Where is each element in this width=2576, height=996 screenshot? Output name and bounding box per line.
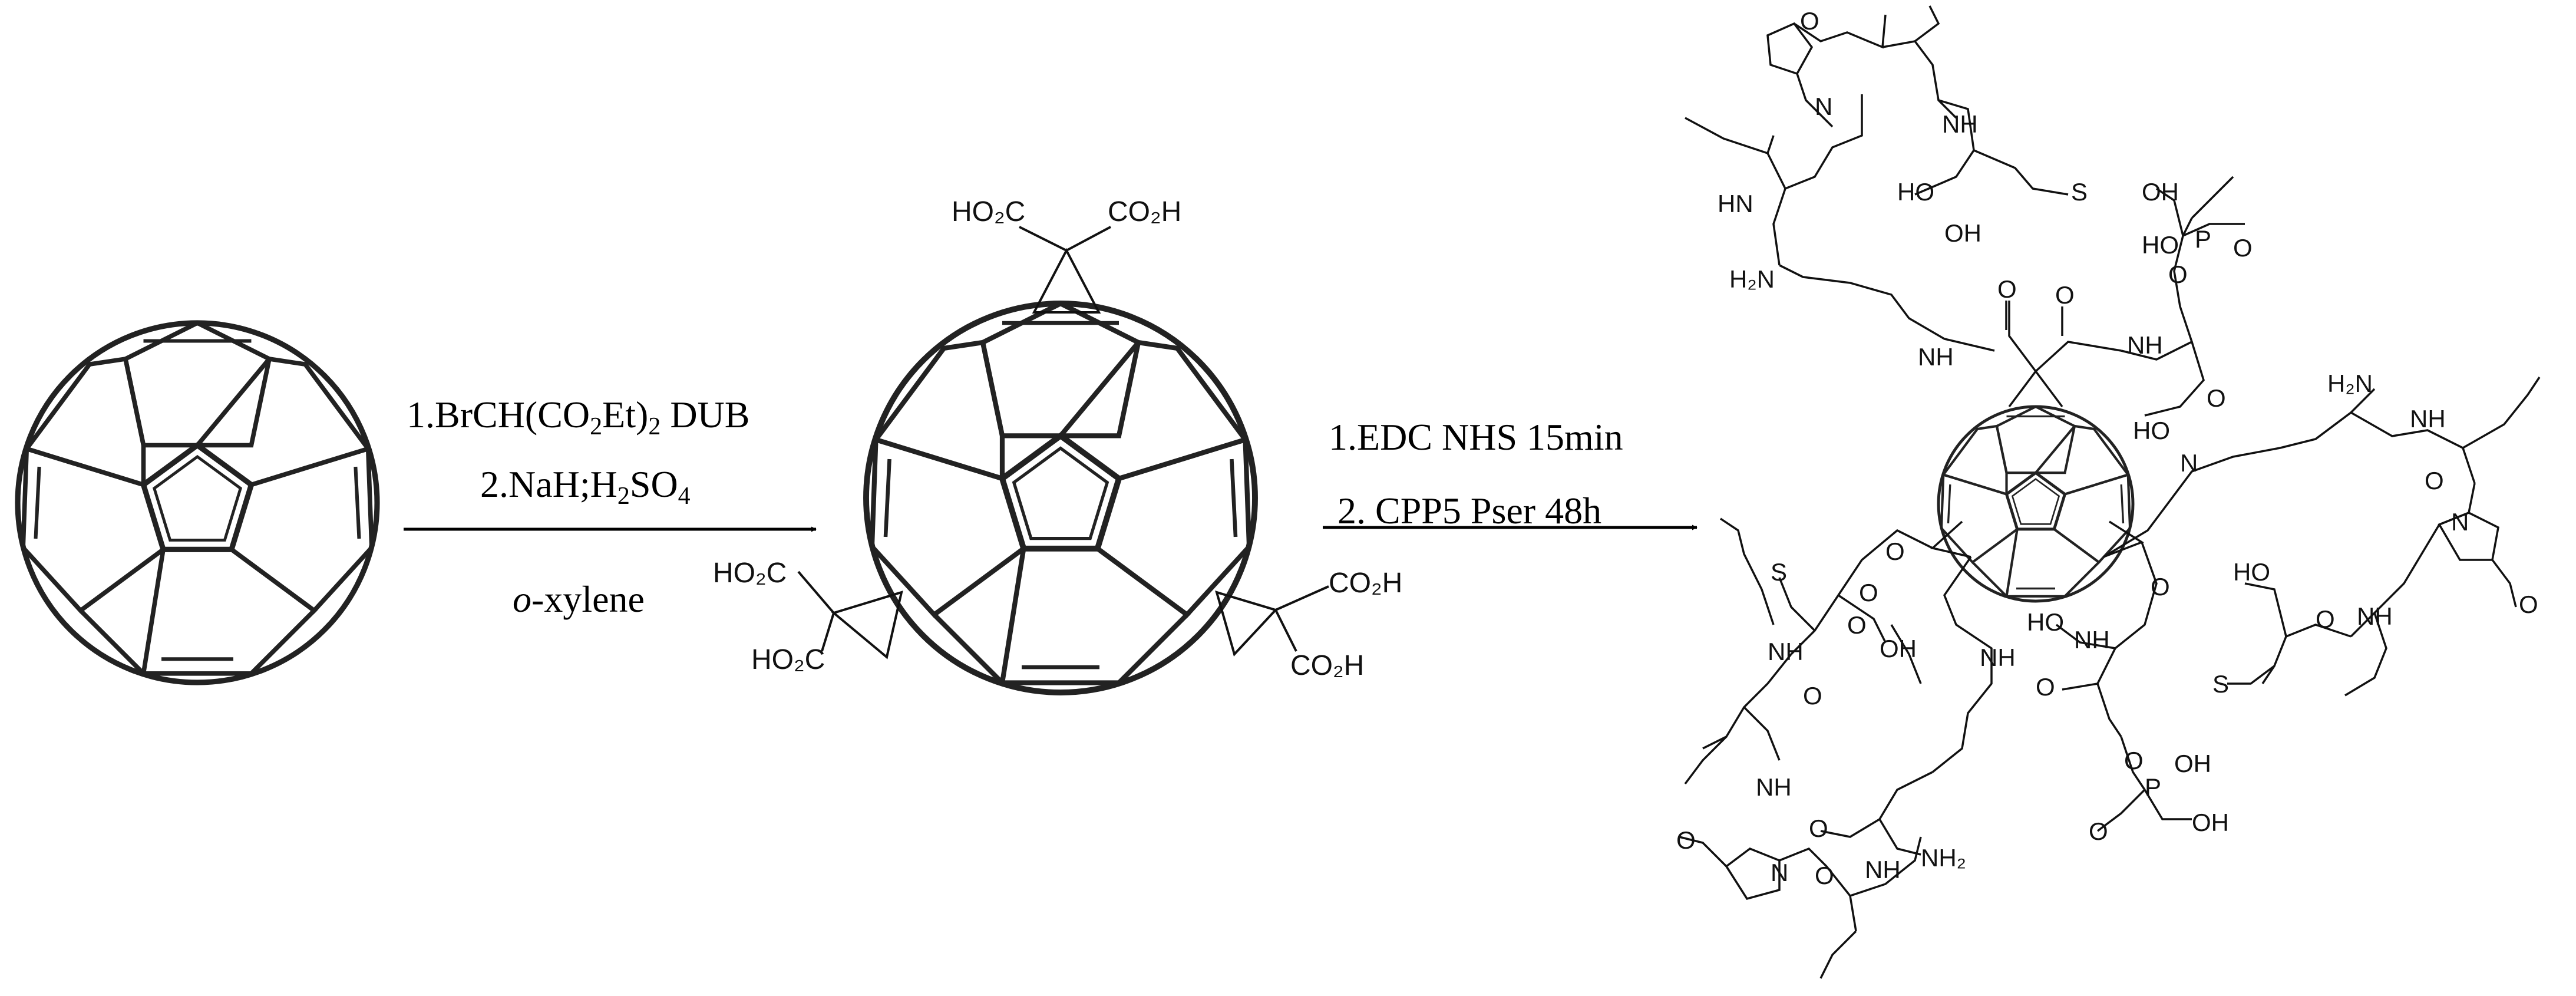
atom-label-oh: OH <box>2192 809 2229 836</box>
atom-label-oh: OH <box>1944 219 1981 247</box>
atom-label-o: O <box>2233 234 2253 262</box>
label-left-a: HO₂C <box>713 558 787 589</box>
atom-label-nh: NH <box>1756 773 1792 801</box>
atom-label-o: O <box>2151 573 2170 601</box>
step2-reagents-line1: 1.EDC NHS 15min <box>1329 416 1623 458</box>
atom-label-nh: NH <box>2357 602 2393 630</box>
atom-label-o: O <box>1809 814 1828 842</box>
atom-label-o: O <box>2124 747 2144 774</box>
label-left-b: HO₂C <box>751 644 825 675</box>
step1-solvent: o-xylene <box>513 578 645 620</box>
atom-label-s: S <box>2212 670 2229 698</box>
atom-label-ho: HO <box>1897 178 1934 206</box>
atom-label-hn: HN <box>1718 190 1753 217</box>
atom-label-nh2: NH₂ <box>1921 844 1966 872</box>
atom-label-n: N <box>1771 859 1788 886</box>
step1-reagents-line1: 1.BrCH(CO2Et)2 DUB <box>407 394 750 440</box>
atom-label-nh: NH <box>1865 856 1901 883</box>
atom-label-o: O <box>2055 281 2075 309</box>
atom-label-nh: NH <box>2074 626 2110 654</box>
atom-label-nh: NH <box>1768 638 1804 665</box>
atom-label-ho: HO <box>2233 558 2270 586</box>
atom-label-p: P <box>2195 225 2211 253</box>
c60-fullerene <box>18 323 377 682</box>
atom-label-nh: NH <box>1942 110 1978 138</box>
atom-label-s: S <box>2071 178 2088 206</box>
atom-label-nh: NH <box>1918 343 1954 371</box>
atom-label-oh: OH <box>2174 750 2211 777</box>
atom-label-o: O <box>1676 826 1696 854</box>
step1-reagents-line2: 2.NaH;H2SO4 <box>480 463 691 510</box>
product-labels: NH HN H₂N N O HO OH S NH O O NH OH HO O … <box>1676 7 2538 889</box>
atom-label-o: O <box>2425 467 2444 494</box>
atom-label-n: N <box>2180 449 2198 477</box>
atom-label-n: N <box>2451 508 2469 536</box>
label-top-right: CO₂H <box>1108 196 1181 227</box>
atom-label-o: O <box>1815 862 1834 889</box>
atom-label-o: O <box>2089 817 2108 845</box>
atom-label-ho: HO <box>2142 231 2179 259</box>
atom-label-oh: OH <box>2142 178 2179 206</box>
atom-label-n: N <box>1815 93 1832 120</box>
atom-label-ho: HO <box>2027 608 2064 636</box>
atom-label-o: O <box>1800 7 1819 35</box>
atom-label-o: O <box>2207 384 2226 412</box>
atom-label-o: O <box>1847 611 1867 639</box>
tris-malonic-acid-c60: HO₂C CO₂H HO₂C HO₂C CO₂H CO₂H <box>713 196 1402 692</box>
atom-label-nh: NH <box>2127 331 2163 359</box>
atom-label-o: O <box>1997 275 2017 303</box>
step2-reagents-line2: 2. CPP5 Pser 48h <box>1337 490 1602 532</box>
atom-label-o: O <box>2036 673 2055 701</box>
atom-label-o: O <box>1885 537 1905 565</box>
label-top-left: HO₂C <box>952 196 1025 227</box>
label-right-b: CO₂H <box>1290 650 1364 681</box>
peptide-c60-conjugate <box>1679 5 2541 979</box>
atom-label-h2n: H₂N <box>2327 370 2373 397</box>
atom-label-h2n: H₂N <box>1729 265 1775 293</box>
atom-label-nh: NH <box>2410 405 2446 433</box>
atom-label-ho: HO <box>2133 417 2170 444</box>
atom-label-nh: NH <box>1980 644 2016 671</box>
atom-label-o: O <box>1859 579 1878 606</box>
atom-label-o: O <box>2168 260 2188 288</box>
atom-label-o: O <box>1803 682 1822 710</box>
atom-label-o: O <box>2519 591 2538 618</box>
atom-label-o: O <box>2316 605 2335 633</box>
label-right-a: CO₂H <box>1329 568 1402 599</box>
atom-label-p: P <box>2145 773 2161 801</box>
atom-label-oh: OH <box>1880 635 1917 662</box>
atom-label-s: S <box>1771 558 1787 586</box>
